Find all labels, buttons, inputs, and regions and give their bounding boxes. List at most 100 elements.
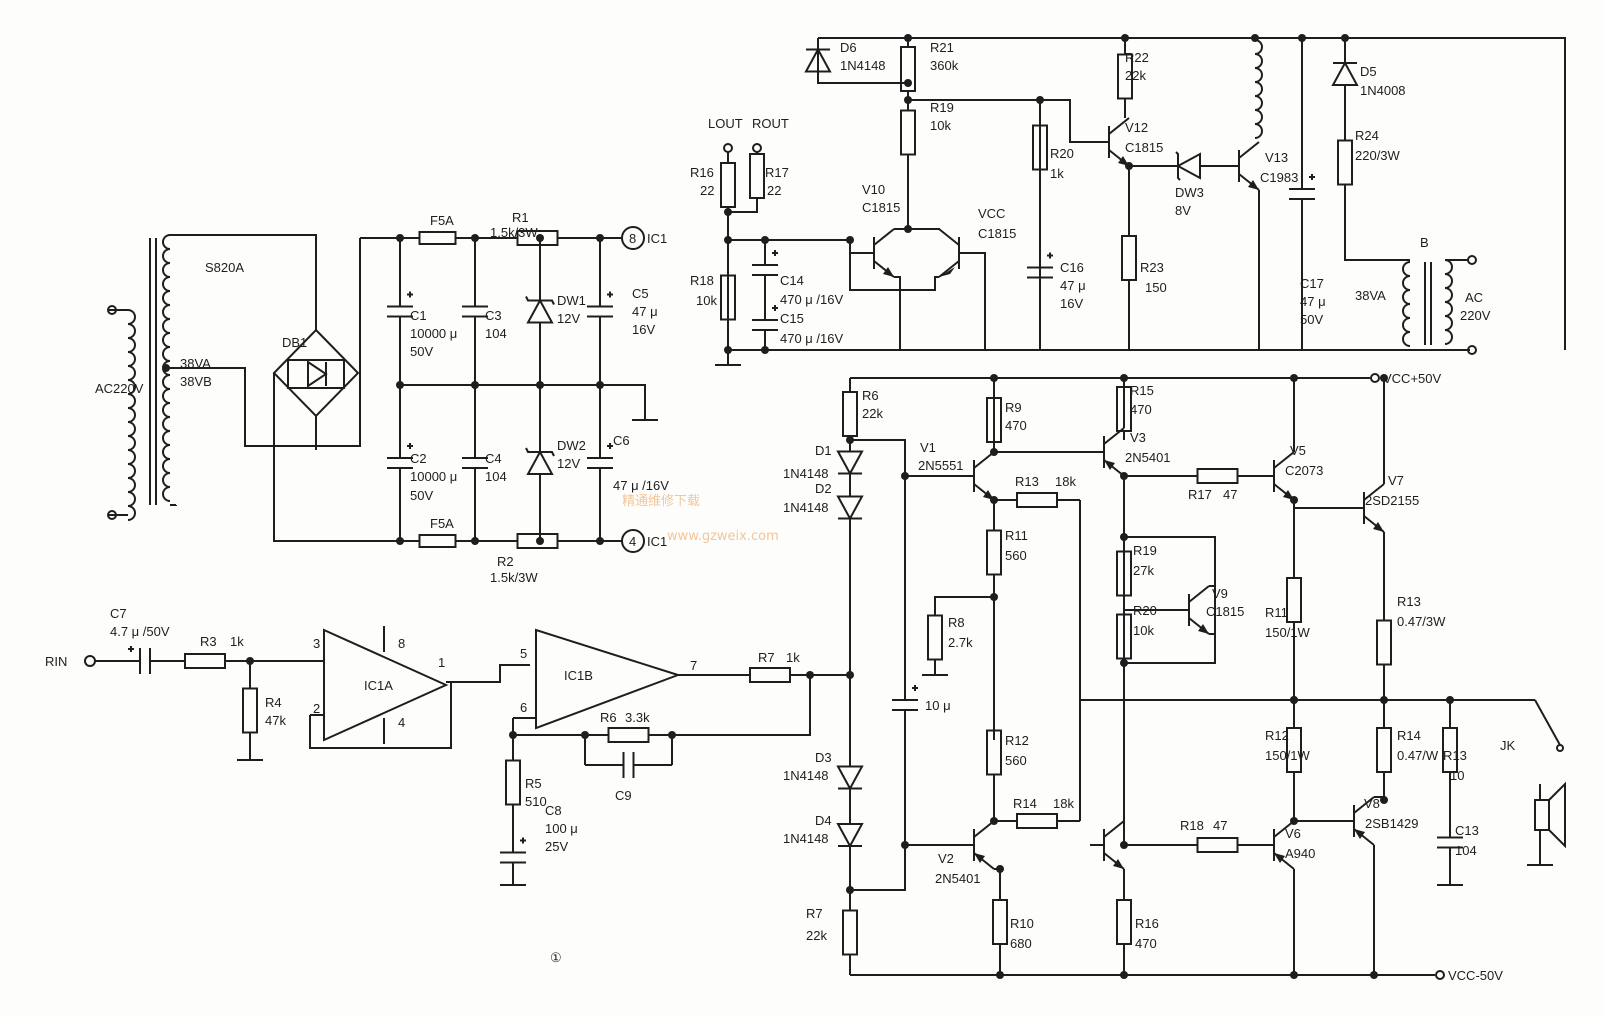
mains-terminal: [107, 510, 117, 520]
fuse: [418, 231, 457, 245]
junction-dot: [1370, 971, 1378, 979]
component-label: 560: [1005, 753, 1027, 768]
op-amp-label: IC1B: [564, 668, 593, 683]
wire: [1273, 451, 1295, 469]
component-label: V3: [1130, 430, 1146, 445]
wire: [1273, 820, 1295, 838]
component-label: 22k: [806, 928, 827, 943]
ac-terminal: [1467, 255, 1477, 265]
component-label: 560: [1005, 548, 1027, 563]
wire: [973, 820, 995, 838]
junction-dot: [761, 346, 769, 354]
component-label: 2: [313, 701, 320, 716]
component-label: C6: [613, 433, 630, 448]
component-label: R24: [1355, 128, 1379, 143]
component-label: R16: [690, 165, 714, 180]
component-label: R13: [1015, 474, 1039, 489]
supply-label: VCC-50V: [1448, 968, 1503, 983]
resistor: [1116, 899, 1132, 945]
jack-switch: [1534, 699, 1561, 746]
component-label: C16: [1060, 260, 1084, 275]
fuse: [418, 534, 457, 548]
component-label: 2N5401: [935, 871, 981, 886]
bridge-rectifier-body: [287, 359, 345, 389]
op-amp-label: IC1A: [364, 678, 393, 693]
lout-terminal: [723, 143, 733, 153]
component-label: 2N5401: [1125, 450, 1171, 465]
component-label: C1: [410, 308, 427, 323]
component-label: V12: [1125, 120, 1148, 135]
junction-dot: [1290, 971, 1298, 979]
component-label: 22k: [1125, 68, 1146, 83]
component-label: R14: [1013, 796, 1037, 811]
input-label: RIN: [45, 654, 67, 669]
component-label: C1815: [978, 226, 1016, 241]
component-label: R11: [1265, 605, 1288, 620]
diode: [836, 823, 864, 849]
component-label: 12V: [557, 456, 580, 471]
resistor: [1376, 727, 1392, 773]
junction-dot: [1290, 374, 1298, 382]
component-label: R3: [200, 634, 217, 649]
component-label: R17: [765, 165, 789, 180]
watermark-text: 精通维修下载: [622, 494, 700, 509]
junction-dot: [1290, 817, 1298, 825]
component-label: DB1: [282, 335, 307, 350]
resistor: [607, 727, 650, 743]
component-label: C3: [485, 308, 502, 323]
component-label: 470: [1130, 402, 1152, 417]
supply-label: VCC+50V: [1383, 371, 1441, 386]
component-label: 0.47/W: [1397, 748, 1439, 763]
resistor: [184, 653, 226, 669]
component-label: R4: [265, 695, 282, 710]
component-label: F5A: [430, 213, 454, 228]
zener-diode: [1175, 152, 1201, 180]
component-label: 4: [398, 715, 405, 730]
component-label: R10: [1010, 916, 1034, 931]
transformer-winding: [127, 309, 136, 521]
component-label: 50V: [1300, 312, 1323, 327]
component-label: 38VA: [180, 356, 211, 371]
transformer-winding: [162, 234, 171, 376]
component-label: V5: [1290, 443, 1306, 458]
junction-dot: [1380, 374, 1388, 382]
junction-dot: [901, 841, 909, 849]
emitter-arrow: [1104, 460, 1115, 470]
component-label: 1k: [1050, 166, 1064, 181]
component-label: C17: [1300, 276, 1324, 291]
wire: [1238, 141, 1260, 159]
resistor: [842, 391, 858, 437]
component-label: 10: [1450, 768, 1464, 783]
component-label: 104: [485, 326, 507, 341]
component-label: C7: [110, 606, 127, 621]
resistor: [1376, 619, 1392, 666]
resistor: [992, 899, 1008, 945]
wire: [938, 228, 960, 246]
emitter-arrow: [1354, 829, 1365, 839]
diode: [836, 495, 864, 521]
resistor: [842, 909, 858, 956]
component-label: C5: [632, 286, 649, 301]
component-label: 10k: [696, 293, 717, 308]
junction-dot: [724, 346, 732, 354]
component-label: 4.7 μ /50V: [110, 624, 170, 639]
component-label: 1N4148: [783, 466, 829, 481]
emitter-arrow: [1198, 624, 1209, 634]
component-label: 3.3k: [625, 710, 650, 725]
wire: [850, 439, 906, 690]
component-label: 47 μ /16V: [613, 478, 669, 493]
component-label: 22k: [862, 406, 883, 421]
component-label: 47 μ: [632, 304, 658, 319]
resistor: [1016, 492, 1058, 508]
wire: [1040, 99, 1095, 143]
wire: [1353, 796, 1375, 814]
input-jack: [84, 655, 96, 667]
wire: [309, 682, 452, 749]
component-label: 2.7k: [948, 635, 973, 650]
component-label: R7: [806, 906, 823, 921]
component-label: C1815: [1206, 604, 1244, 619]
component-label: 8: [398, 636, 405, 651]
component-label: 10k: [930, 118, 951, 133]
component-label: 2SD2155: [1365, 493, 1419, 508]
